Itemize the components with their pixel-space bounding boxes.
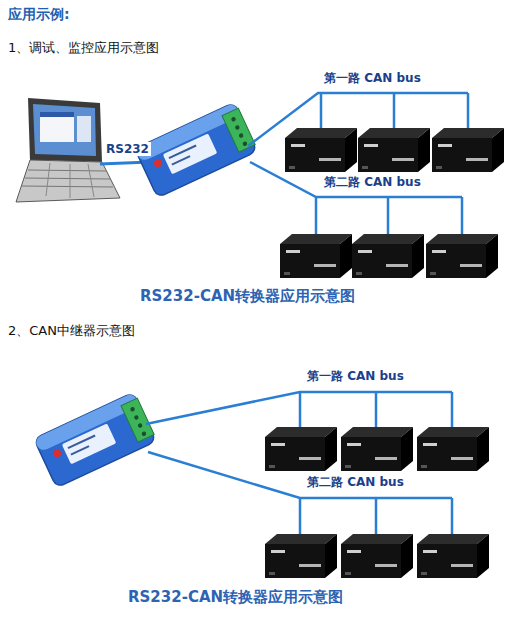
page-heading: 应用示例: — [8, 6, 70, 23]
figure-caption: RS232-CAN转换器应用示意图 — [140, 287, 355, 305]
bus-label: 第一路 CAN bus — [305, 369, 406, 383]
can-device-illustrations — [265, 427, 489, 578]
section-heading: 1、调试、监控应用示意图 — [8, 40, 159, 56]
figure-caption: RS232-CAN转换器应用示意图 — [128, 588, 343, 606]
converter-illustration — [135, 102, 258, 198]
can-device-illustrations — [280, 128, 504, 278]
section-heading: 2、CAN中继器示意图 — [8, 323, 135, 339]
converter-illustration — [34, 392, 157, 488]
line-label: RS232 — [104, 142, 151, 156]
can-bus-wires — [146, 392, 452, 534]
bus-label: 第一路 CAN bus — [322, 71, 423, 85]
bus-label: 第二路 CAN bus — [322, 175, 423, 189]
bus-label: 第二路 CAN bus — [305, 475, 406, 489]
